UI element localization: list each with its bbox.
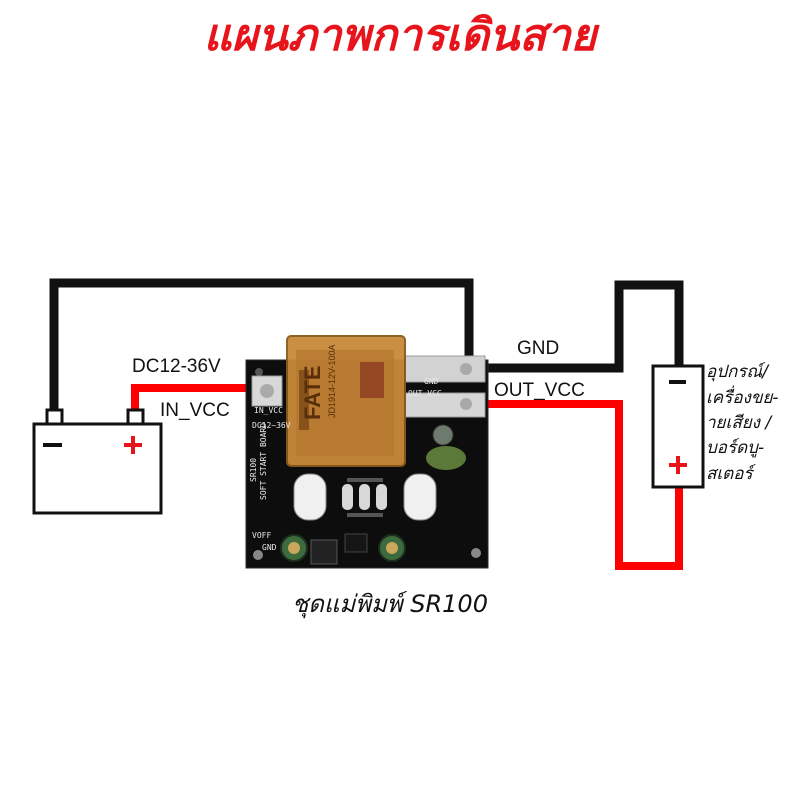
battery-ground-wire [49, 278, 474, 413]
load-line-2: เครื่องขย- [706, 388, 779, 408]
pcb-gnd-text: GND [424, 377, 439, 386]
battery [32, 408, 163, 515]
pcb-dc-range-text: DC12~36V [252, 421, 291, 430]
pcb-in-vcc-text: IN_VCC [254, 406, 283, 415]
load-line-1: อุปกรณ์/ [706, 362, 768, 382]
board-subtitle-text: SOFT START BOARD [259, 423, 268, 500]
diagram-title: แผนภาพการเดินสาย [203, 10, 597, 61]
relay-model-text: JD1914-12V-100A [327, 344, 337, 418]
pcb-out-vcc-text: OUT_VCC [408, 389, 442, 398]
gnd-pad [404, 355, 486, 383]
battery-minus-sign [43, 443, 62, 447]
gnd-label: GND [517, 338, 560, 359]
supply-wire [131, 384, 268, 413]
load-line-4: บอร์ดบู- [706, 438, 765, 458]
pcb-gnd2-text: GND [262, 543, 277, 552]
out-vcc-label: OUT_VCC [494, 380, 585, 401]
load-minus-sign [669, 380, 686, 384]
load-ground-wire [470, 280, 684, 373]
relay-brand-text: FATE [300, 365, 325, 420]
board-model-text: SR100 [249, 458, 258, 482]
board-caption: ชุดแม่พิมพ์ SR100 [292, 590, 488, 618]
pcb-voff-text: VOFF [252, 531, 271, 540]
load-line-3: ายเสียง / [706, 413, 772, 433]
load-plus-sign-v [676, 456, 680, 474]
in-vcc-label: IN_VCC [160, 400, 230, 421]
battery-body [32, 422, 163, 515]
output-wire [468, 400, 683, 570]
sr100-board: SR100 SOFT START BOARD FATE JD1914-12V-1… [245, 335, 489, 569]
load-device [651, 364, 705, 489]
supply-voltage-label: DC12-36V [132, 356, 221, 377]
battery-plus-sign-v [131, 436, 135, 454]
load-line-5: สเตอร์ [706, 464, 753, 484]
